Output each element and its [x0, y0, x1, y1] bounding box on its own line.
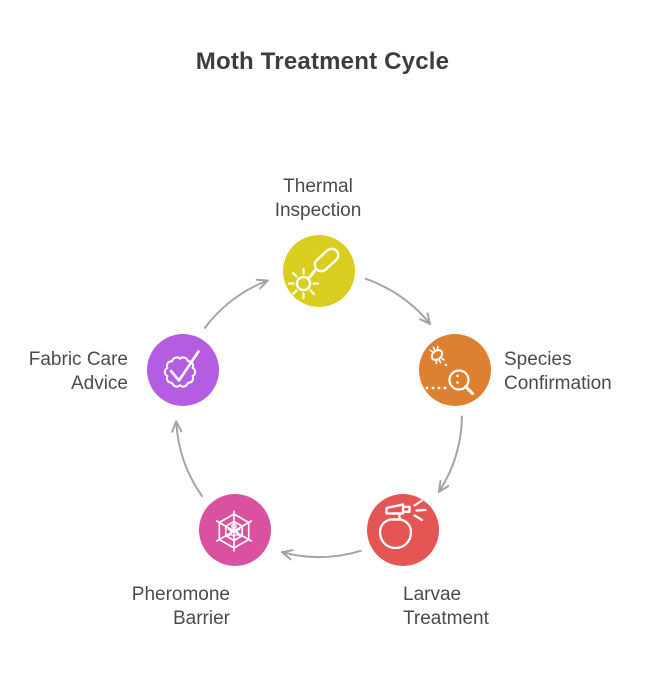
arrowhead-larvae-to-pheromone — [281, 549, 294, 561]
node-species-circle — [419, 334, 491, 406]
spray-bottle-icon — [378, 499, 427, 550]
spider-web-icon — [215, 510, 253, 552]
arrowhead-species-to-larvae — [437, 480, 450, 493]
page-title: Moth Treatment Cycle — [195, 48, 450, 75]
cycle-arrows — [171, 277, 463, 561]
dotted-trail — [425, 386, 447, 390]
web-bug — [227, 523, 241, 537]
arrowhead-thermal-to-species — [419, 312, 432, 325]
arrowhead-fabric-to-thermal — [255, 278, 269, 290]
node-pheromone-barrier — [199, 494, 271, 566]
approval-badge-icon — [163, 350, 200, 388]
node-fabric-circle — [147, 334, 219, 406]
arrow-larvae-to-pheromone — [281, 549, 362, 558]
label-fabric-care-advice: Fabric Care Advice — [28, 349, 128, 394]
label-species-confirmation: Species Confirmation — [504, 349, 612, 394]
bug-magnifier-icon — [425, 345, 475, 396]
bug-legs — [429, 345, 445, 365]
sun-rays — [287, 267, 320, 300]
node-species-confirmation — [419, 334, 491, 406]
label-larvae-treatment: Larvae Treatment — [403, 584, 489, 629]
arrow-fabric-to-thermal — [203, 279, 269, 329]
label-pheromone-barrier: Pheromone Barrier — [131, 584, 230, 629]
checkmark — [169, 350, 200, 382]
node-larvae-treatment — [367, 494, 439, 566]
arrowhead-pheromone-to-fabric — [171, 420, 183, 433]
node-fabric-care-advice — [147, 334, 219, 406]
node-larvae-circle — [367, 494, 439, 566]
thermal-scanner-icon — [287, 247, 340, 300]
arrow-thermal-to-species — [364, 277, 432, 325]
node-thermal-inspection — [283, 235, 355, 307]
arrow-species-to-larvae — [437, 415, 463, 493]
arrow-pheromone-to-fabric — [175, 420, 203, 497]
spray-lines — [413, 499, 427, 522]
label-thermal-inspection: Thermal Inspection — [274, 176, 362, 221]
